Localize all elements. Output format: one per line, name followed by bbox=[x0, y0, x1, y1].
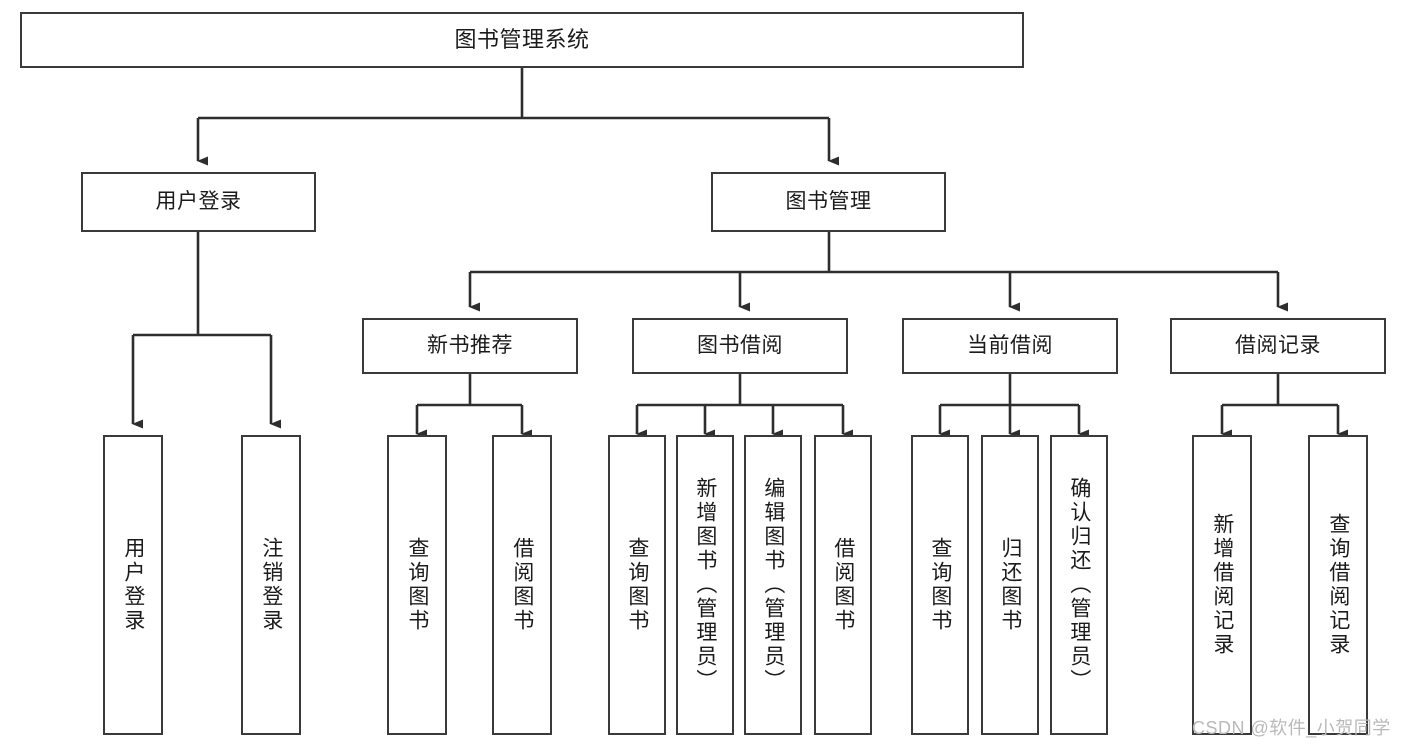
node-leaf-user-login-label: 用户登录 bbox=[121, 537, 145, 633]
node-leaf-query-book-1-label: 查询图书 bbox=[405, 537, 429, 633]
node-current-borrow[interactable]: 当前借阅 bbox=[902, 318, 1118, 374]
node-leaf-user-logout-label: 注销登录 bbox=[259, 537, 283, 633]
node-book-borrow-label: 图书借阅 bbox=[697, 334, 783, 358]
node-leaf-return-book[interactable]: 归还图书 bbox=[981, 435, 1039, 735]
node-leaf-query-record[interactable]: 查询借阅记录 bbox=[1308, 435, 1368, 735]
node-leaf-confirm-return[interactable]: 确认归还（管理员） bbox=[1050, 435, 1108, 735]
node-book-manage[interactable]: 图书管理 bbox=[711, 172, 946, 232]
node-leaf-add-record-label: 新增借阅记录 bbox=[1210, 513, 1234, 657]
node-user-login-label: 用户登录 bbox=[155, 190, 242, 214]
node-user-login[interactable]: 用户登录 bbox=[81, 172, 316, 232]
node-leaf-return-book-label: 归还图书 bbox=[998, 537, 1022, 633]
node-leaf-query-book-1[interactable]: 查询图书 bbox=[387, 435, 447, 735]
node-leaf-confirm-return-label: 确认归还（管理员） bbox=[1067, 477, 1091, 693]
node-book-borrow[interactable]: 图书借阅 bbox=[632, 318, 848, 374]
node-new-book-recommend[interactable]: 新书推荐 bbox=[362, 318, 578, 374]
node-leaf-add-record[interactable]: 新增借阅记录 bbox=[1192, 435, 1252, 735]
node-new-book-recommend-label: 新书推荐 bbox=[427, 334, 513, 358]
node-leaf-edit-book[interactable]: 编辑图书（管理员） bbox=[744, 435, 802, 735]
node-root-label: 图书管理系统 bbox=[454, 26, 590, 52]
node-leaf-query-record-label: 查询借阅记录 bbox=[1326, 513, 1350, 657]
node-root[interactable]: 图书管理系统 bbox=[20, 12, 1024, 68]
node-leaf-borrow-book-2-label: 借阅图书 bbox=[831, 537, 855, 633]
node-leaf-query-book-3-label: 查询图书 bbox=[928, 537, 952, 633]
node-current-borrow-label: 当前借阅 bbox=[967, 334, 1053, 358]
node-leaf-user-login[interactable]: 用户登录 bbox=[103, 435, 163, 735]
node-leaf-add-book-label: 新增图书（管理员） bbox=[693, 477, 717, 693]
node-borrow-record-label: 借阅记录 bbox=[1235, 334, 1321, 358]
node-leaf-user-logout[interactable]: 注销登录 bbox=[241, 435, 301, 735]
node-leaf-borrow-book-2[interactable]: 借阅图书 bbox=[814, 435, 872, 735]
node-leaf-add-book[interactable]: 新增图书（管理员） bbox=[676, 435, 734, 735]
node-leaf-query-book-2-label: 查询图书 bbox=[625, 537, 649, 633]
node-leaf-query-book-2[interactable]: 查询图书 bbox=[608, 435, 666, 735]
node-leaf-query-book-3[interactable]: 查询图书 bbox=[911, 435, 969, 735]
node-leaf-edit-book-label: 编辑图书（管理员） bbox=[761, 477, 785, 693]
node-book-manage-label: 图书管理 bbox=[785, 190, 872, 214]
node-borrow-record[interactable]: 借阅记录 bbox=[1170, 318, 1386, 374]
node-leaf-borrow-book-1[interactable]: 借阅图书 bbox=[492, 435, 552, 735]
node-leaf-borrow-book-1-label: 借阅图书 bbox=[510, 537, 534, 633]
